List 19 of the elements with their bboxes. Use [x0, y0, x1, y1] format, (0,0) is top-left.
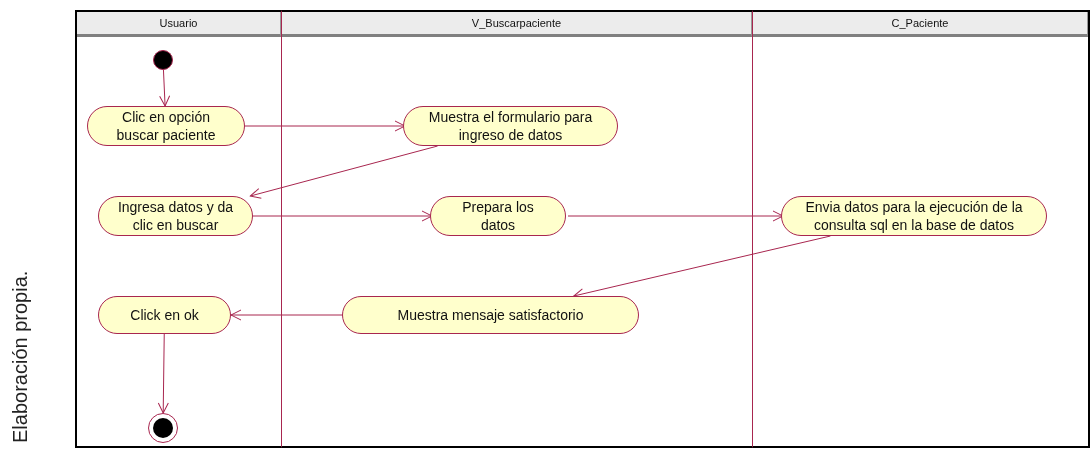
action-box: Prepara los datos [430, 196, 566, 236]
action-box: Clic en opción buscar paciente [87, 106, 245, 146]
final-node [148, 413, 178, 443]
lane-header: V_Buscarpaciente [282, 12, 752, 37]
action-box: Muestra mensaje satisfactorio [342, 296, 639, 334]
arrow [157, 333, 169, 414]
swimlane [753, 10, 1090, 448]
lane-header: Usuario [77, 12, 281, 37]
action-box: Click en ok [98, 296, 231, 334]
action-box: Envia datos para la ejecución de la consulta sql en la base de datos [781, 196, 1047, 236]
source-note: Elaboración propia. [9, 269, 32, 443]
action-box: Muestra el formulario para ingreso de datos [403, 106, 618, 146]
lane-header: C_Paciente [753, 12, 1088, 37]
action-box: Ingresa datos y da clic en buscar [98, 196, 253, 236]
arrow [159, 69, 171, 107]
initial-node [153, 50, 173, 70]
swimlane [282, 10, 753, 448]
arrow [249, 145, 439, 199]
swimlane [75, 10, 282, 448]
